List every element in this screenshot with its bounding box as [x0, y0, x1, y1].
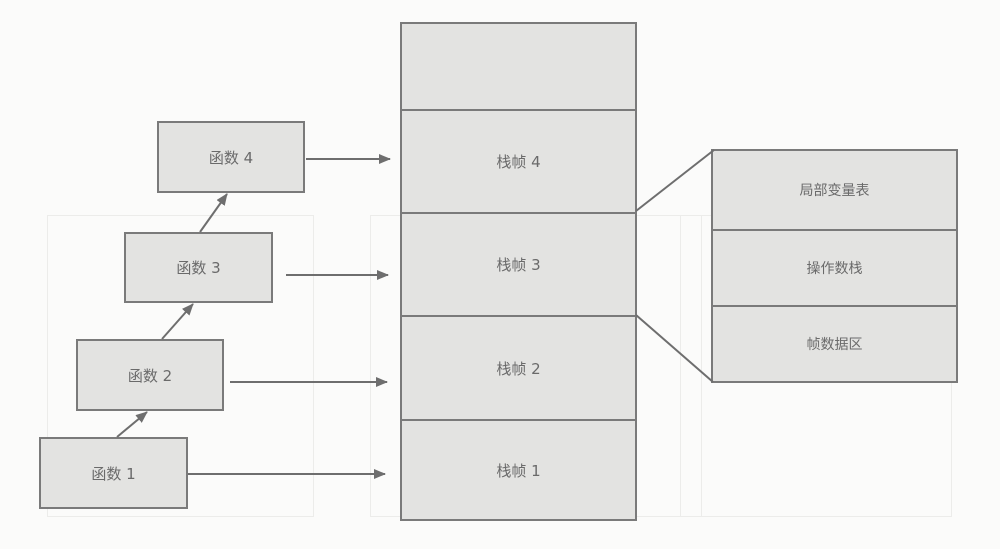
stack-frame-4: 栈帧 4 [402, 109, 635, 212]
function-1-box: 函数 1 [39, 437, 188, 509]
frame-data-area-label: 帧数据区 [806, 337, 863, 353]
jvm-stack: 栈帧 4 栈帧 3 栈帧 2 栈帧 1 [400, 22, 637, 521]
function-1-label: 函数 1 [91, 464, 136, 483]
stack-frame-1: 栈帧 1 [402, 419, 635, 519]
stack-frame-2-label: 栈帧 2 [496, 359, 541, 378]
arrow-f1-to-f2 [116, 411, 148, 438]
arrow-f3-to-f4 [199, 193, 228, 233]
function-3-box: 函数 3 [124, 232, 273, 303]
function-4-label: 函数 4 [208, 148, 254, 167]
stack-frame-1-label: 栈帧 1 [496, 461, 541, 480]
arrow-f2-to-f3 [161, 303, 194, 340]
local-variable-table-label: 局部变量表 [799, 183, 870, 199]
stack-frame-3: 栈帧 3 [402, 212, 635, 315]
function-2-box: 函数 2 [76, 339, 224, 411]
background-ghost-box [47, 215, 314, 517]
stack-frame-4-label: 栈帧 4 [496, 153, 541, 171]
frame-detail-panel: 局部变量表 操作数栈 帧数据区 [711, 149, 958, 383]
expand-line-bottom [635, 314, 714, 383]
function-4-box: 函数 4 [157, 121, 305, 193]
operand-stack-label: 操作数栈 [806, 261, 863, 277]
stack-frame-2: 栈帧 2 [402, 315, 635, 419]
function-3-label: 函数 3 [176, 259, 221, 277]
expand-line-top [635, 149, 715, 212]
stack-frame-3-label: 栈帧 3 [496, 256, 541, 274]
frame-data-area-row: 帧数据区 [713, 305, 956, 381]
local-variable-table-row: 局部变量表 [713, 151, 956, 229]
operand-stack-row: 操作数栈 [713, 229, 956, 305]
function-2-label: 函数 2 [127, 366, 173, 385]
